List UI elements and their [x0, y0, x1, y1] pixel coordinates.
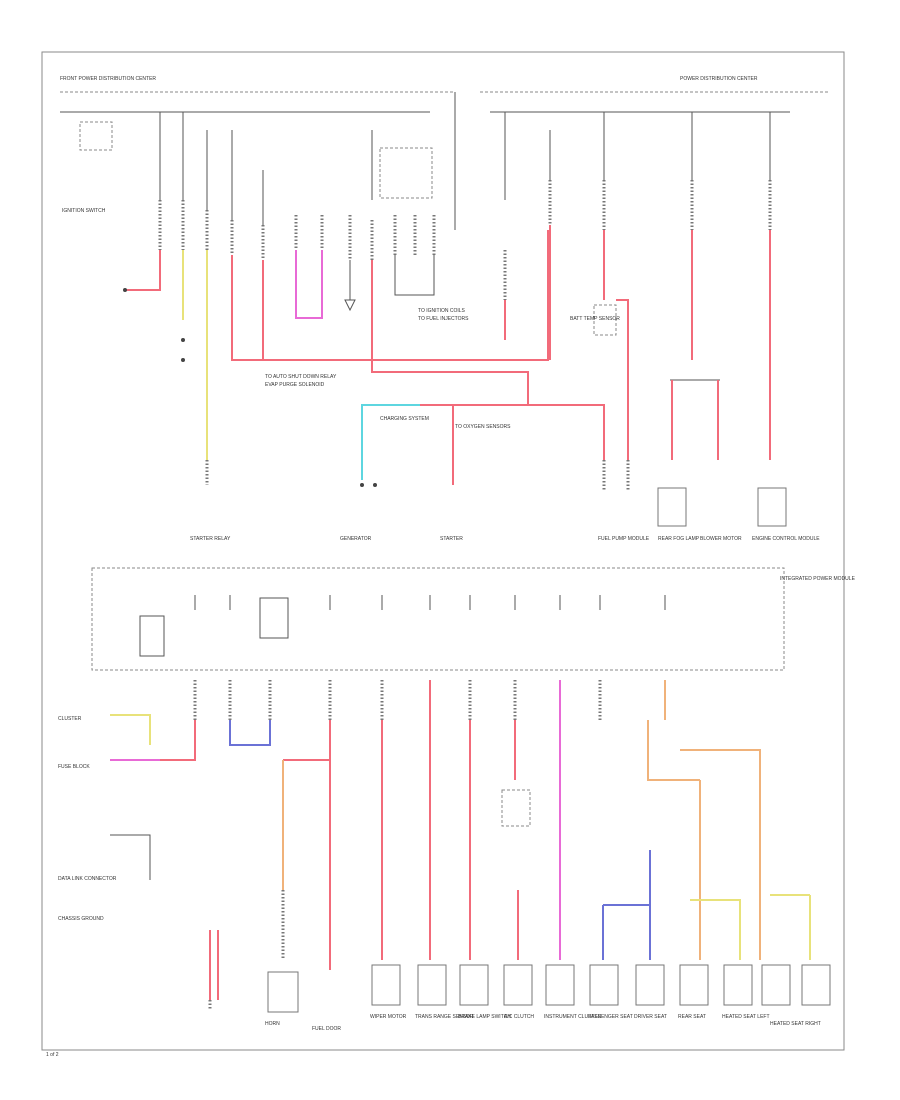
caption-starter: STARTER: [440, 536, 463, 542]
caption-brake: BRAKE LAMP SWITCH: [458, 1014, 511, 1020]
left-label-cluster: CLUSTER: [58, 716, 82, 722]
caption-cluster: INSTRUMENT CLUSTER: [544, 1014, 602, 1020]
note-coils: TO IGNITION COILS: [418, 308, 466, 314]
left-label-fuse-block: FUSE BLOCK: [58, 764, 90, 770]
caption-starter-relay: STARTER RELAY: [190, 536, 231, 542]
left-label-dlc: DATA LINK CONNECTOR: [58, 876, 117, 882]
caption-fuel-door: FUEL DOOR: [312, 1026, 341, 1032]
left-label-ground: CHASSIS GROUND: [58, 916, 104, 922]
ignition-switch-box: [79, 121, 113, 151]
ipm-header: INTEGRATED POWER MODULE: [780, 576, 856, 582]
ignition-switch-label: IGNITION SWITCH: [62, 208, 106, 214]
caption-rear-seat: REAR SEAT: [678, 1014, 706, 1020]
diagram-frame: [41, 51, 845, 1051]
note-batt-temp: BATT TEMP SENSOR: [570, 316, 620, 322]
caption-trans: TRANS RANGE SENSOR: [415, 1014, 474, 1020]
top-red-horizontal: [420, 404, 605, 460]
caption-ac: A/C CLUTCH: [504, 1014, 534, 1020]
note-injectors: TO FUEL INJECTORS: [418, 316, 469, 322]
caption-blower: BLOWER MOTOR: [700, 536, 742, 542]
caption-engine-ctrl: ENGINE CONTROL MODULE: [752, 536, 820, 542]
caption-pass-seat: PASSENGER SEAT: [588, 1014, 633, 1020]
note-charging: CHARGING SYSTEM: [380, 416, 429, 422]
bottom-wires: [110, 680, 811, 1010]
fuel-pump-box: [657, 487, 687, 527]
top-fuse-wires: [123, 112, 772, 490]
caption-drv-seat: DRIVER SEAT: [634, 1014, 667, 1020]
caption-horn: HORN: [265, 1021, 280, 1027]
top-left-header: FRONT POWER DISTRIBUTION CENTER: [60, 76, 156, 82]
caption-generator: GENERATOR: [340, 536, 372, 542]
top-right-header: POWER DISTRIBUTION CENTER: [680, 76, 758, 82]
note-evap: EVAP PURGE SOLENOID: [265, 382, 325, 388]
engine-ctrl-box: [757, 487, 787, 527]
caption-rear-fog: REAR FOG LAMP: [658, 536, 700, 542]
caption-fuel-pump: FUEL PUMP MODULE: [598, 536, 650, 542]
note-o2: TO OXYGEN SENSORS: [455, 424, 511, 430]
caption-wiper: WIPER MOTOR: [370, 1014, 407, 1020]
note-asd: TO AUTO SHUT DOWN RELAY: [265, 374, 337, 380]
caption-heated-r: HEATED SEAT RIGHT: [770, 1021, 821, 1027]
ipm-fuses: [139, 595, 666, 657]
caption-heated-l: HEATED SEAT LEFT: [722, 1014, 770, 1020]
top-cyan-wire: [361, 404, 420, 480]
bottom-components: [267, 964, 831, 1013]
page-ref: 1 of 2: [46, 1052, 59, 1058]
ipm-box: [91, 567, 785, 671]
